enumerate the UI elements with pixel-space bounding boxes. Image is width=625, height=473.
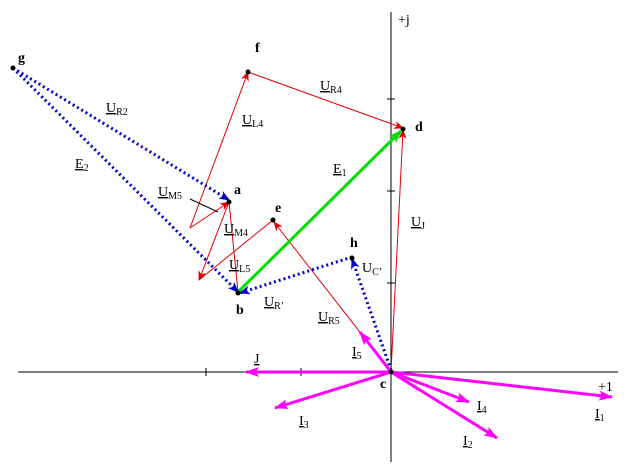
label-UL4: UL4 <box>242 113 263 130</box>
label-UJ: UJ <box>411 215 425 232</box>
label-I4: I4 <box>477 399 487 416</box>
node-b <box>235 290 241 296</box>
node-c <box>388 369 394 375</box>
label-UC-prime: UC’ <box>362 261 382 278</box>
phasor-UR2 <box>12 66 230 202</box>
node-label-h: h <box>350 236 358 251</box>
phasor-I3 <box>274 370 392 410</box>
node-label-d: d <box>415 120 423 135</box>
imag-axis-label: +j <box>398 13 410 28</box>
node-f <box>245 69 251 75</box>
phasor-UL5 <box>198 219 274 281</box>
node-label-e: e <box>275 201 281 216</box>
real-axis-label: +1 <box>598 380 613 395</box>
label-I5: I5 <box>352 345 362 362</box>
label-I1: I1 <box>595 407 605 424</box>
phasor-I2 <box>390 370 498 440</box>
node-h <box>349 255 355 261</box>
blue-phasors <box>11 66 393 371</box>
label-E2: E2 <box>75 157 89 174</box>
label-UM4: UM4 <box>224 222 248 239</box>
phasor-I5 <box>358 331 393 373</box>
phasor-UL4 <box>189 71 249 229</box>
node-label-c: c <box>380 377 386 392</box>
phasor-E2 <box>11 66 240 294</box>
label-I2: I2 <box>463 434 473 451</box>
node-e <box>270 217 276 223</box>
label-E1: E1 <box>333 162 347 179</box>
label-I3: I3 <box>299 414 309 431</box>
label-UR4: UR4 <box>320 79 342 96</box>
phasor-a-b <box>228 201 239 293</box>
phasor-labels: UR2 E2 UM5 UL4 UR4 E1 UM4 UL5 UR’ UR5 UC… <box>75 79 605 451</box>
node-g <box>10 65 16 71</box>
current-phasors <box>245 331 613 440</box>
label-UR-prime: UR’ <box>264 295 284 312</box>
phasor-I4 <box>390 370 470 404</box>
node-d <box>400 126 406 132</box>
node-a <box>226 199 232 205</box>
label-leader-UM5 <box>189 198 219 213</box>
label-UR5: UR5 <box>318 310 340 327</box>
label-UR2: UR2 <box>106 101 128 118</box>
phasor-UM4 <box>198 201 230 281</box>
phasor-E1 <box>236 129 403 294</box>
label-J: J <box>254 352 260 367</box>
red-phasors <box>189 71 407 373</box>
label-UL5: UL5 <box>229 258 250 275</box>
phasor-I1 <box>390 370 613 401</box>
nodes <box>10 65 406 375</box>
node-labels: a b c d e f g h <box>18 41 423 392</box>
phasor-UM5 <box>189 201 230 229</box>
node-label-b: b <box>236 303 244 318</box>
node-label-g: g <box>18 51 25 66</box>
node-label-a: a <box>234 183 241 198</box>
phasor-UR4 <box>247 71 404 129</box>
node-label-f: f <box>255 41 260 56</box>
phasor-UJ <box>390 129 407 373</box>
label-UM5: UM5 <box>158 185 182 202</box>
